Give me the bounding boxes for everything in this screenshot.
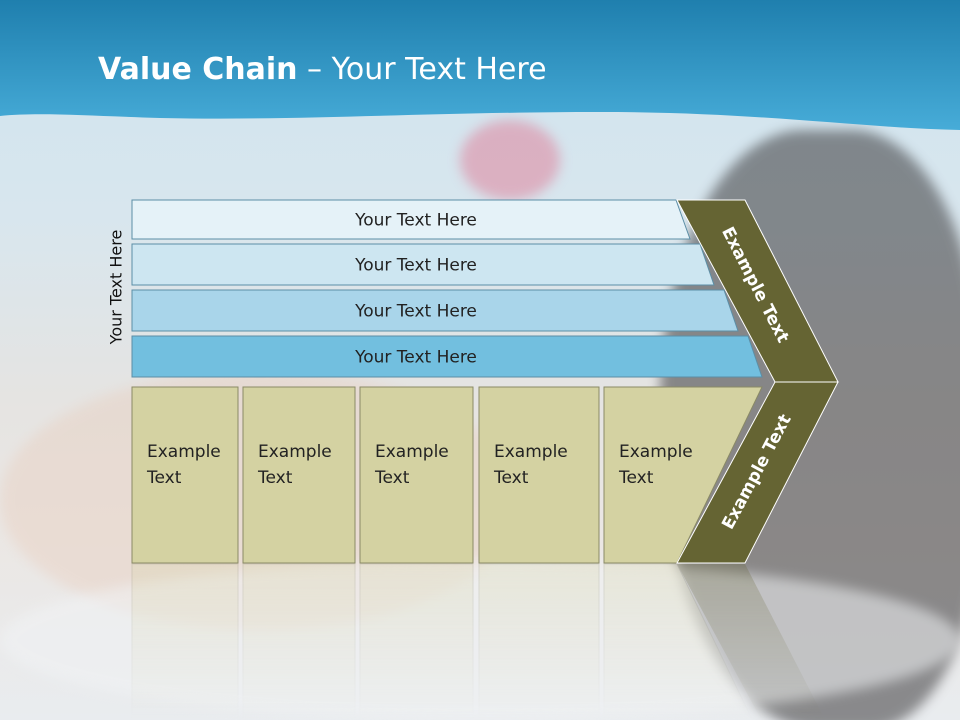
value-chain-bar <box>131 335 763 378</box>
bar-label: Your Text Here <box>354 302 477 322</box>
value-chain-bar <box>131 289 739 332</box>
arrow-chevron-bottom <box>676 381 839 564</box>
bar-label: Your Text Here <box>354 211 477 231</box>
activity-box <box>478 386 600 564</box>
page-title: Value Chain – Your Text Here <box>98 52 547 87</box>
activity-box-reflection <box>242 563 356 720</box>
reflection <box>131 563 826 720</box>
activity-box-label: Example Text <box>619 442 693 488</box>
background-shape <box>460 120 560 200</box>
activity-box-label: Example Text <box>375 442 449 488</box>
bar-label: Your Text Here <box>354 256 477 276</box>
header-wave <box>0 0 960 130</box>
activity-box-label: Example Text <box>494 442 568 488</box>
title-bold: Value Chain <box>98 52 298 87</box>
value-chain-bar <box>131 243 715 286</box>
activity-box <box>242 386 356 564</box>
activity-box-label: Example Text <box>258 442 332 488</box>
activity-box-reflection <box>359 563 474 720</box>
activity-box-label: Example Text <box>147 442 221 488</box>
activity-box <box>359 386 474 564</box>
title-rest: – Your Text Here <box>297 52 547 87</box>
side-label: Your Text Here <box>106 229 126 345</box>
bar-label: Your Text Here <box>354 348 477 368</box>
activity-box-reflection <box>131 563 239 720</box>
value-chain-bar <box>131 199 691 240</box>
activity-box <box>131 386 239 564</box>
arrow-reflection <box>677 564 826 720</box>
activity-box-reflection <box>478 563 600 720</box>
